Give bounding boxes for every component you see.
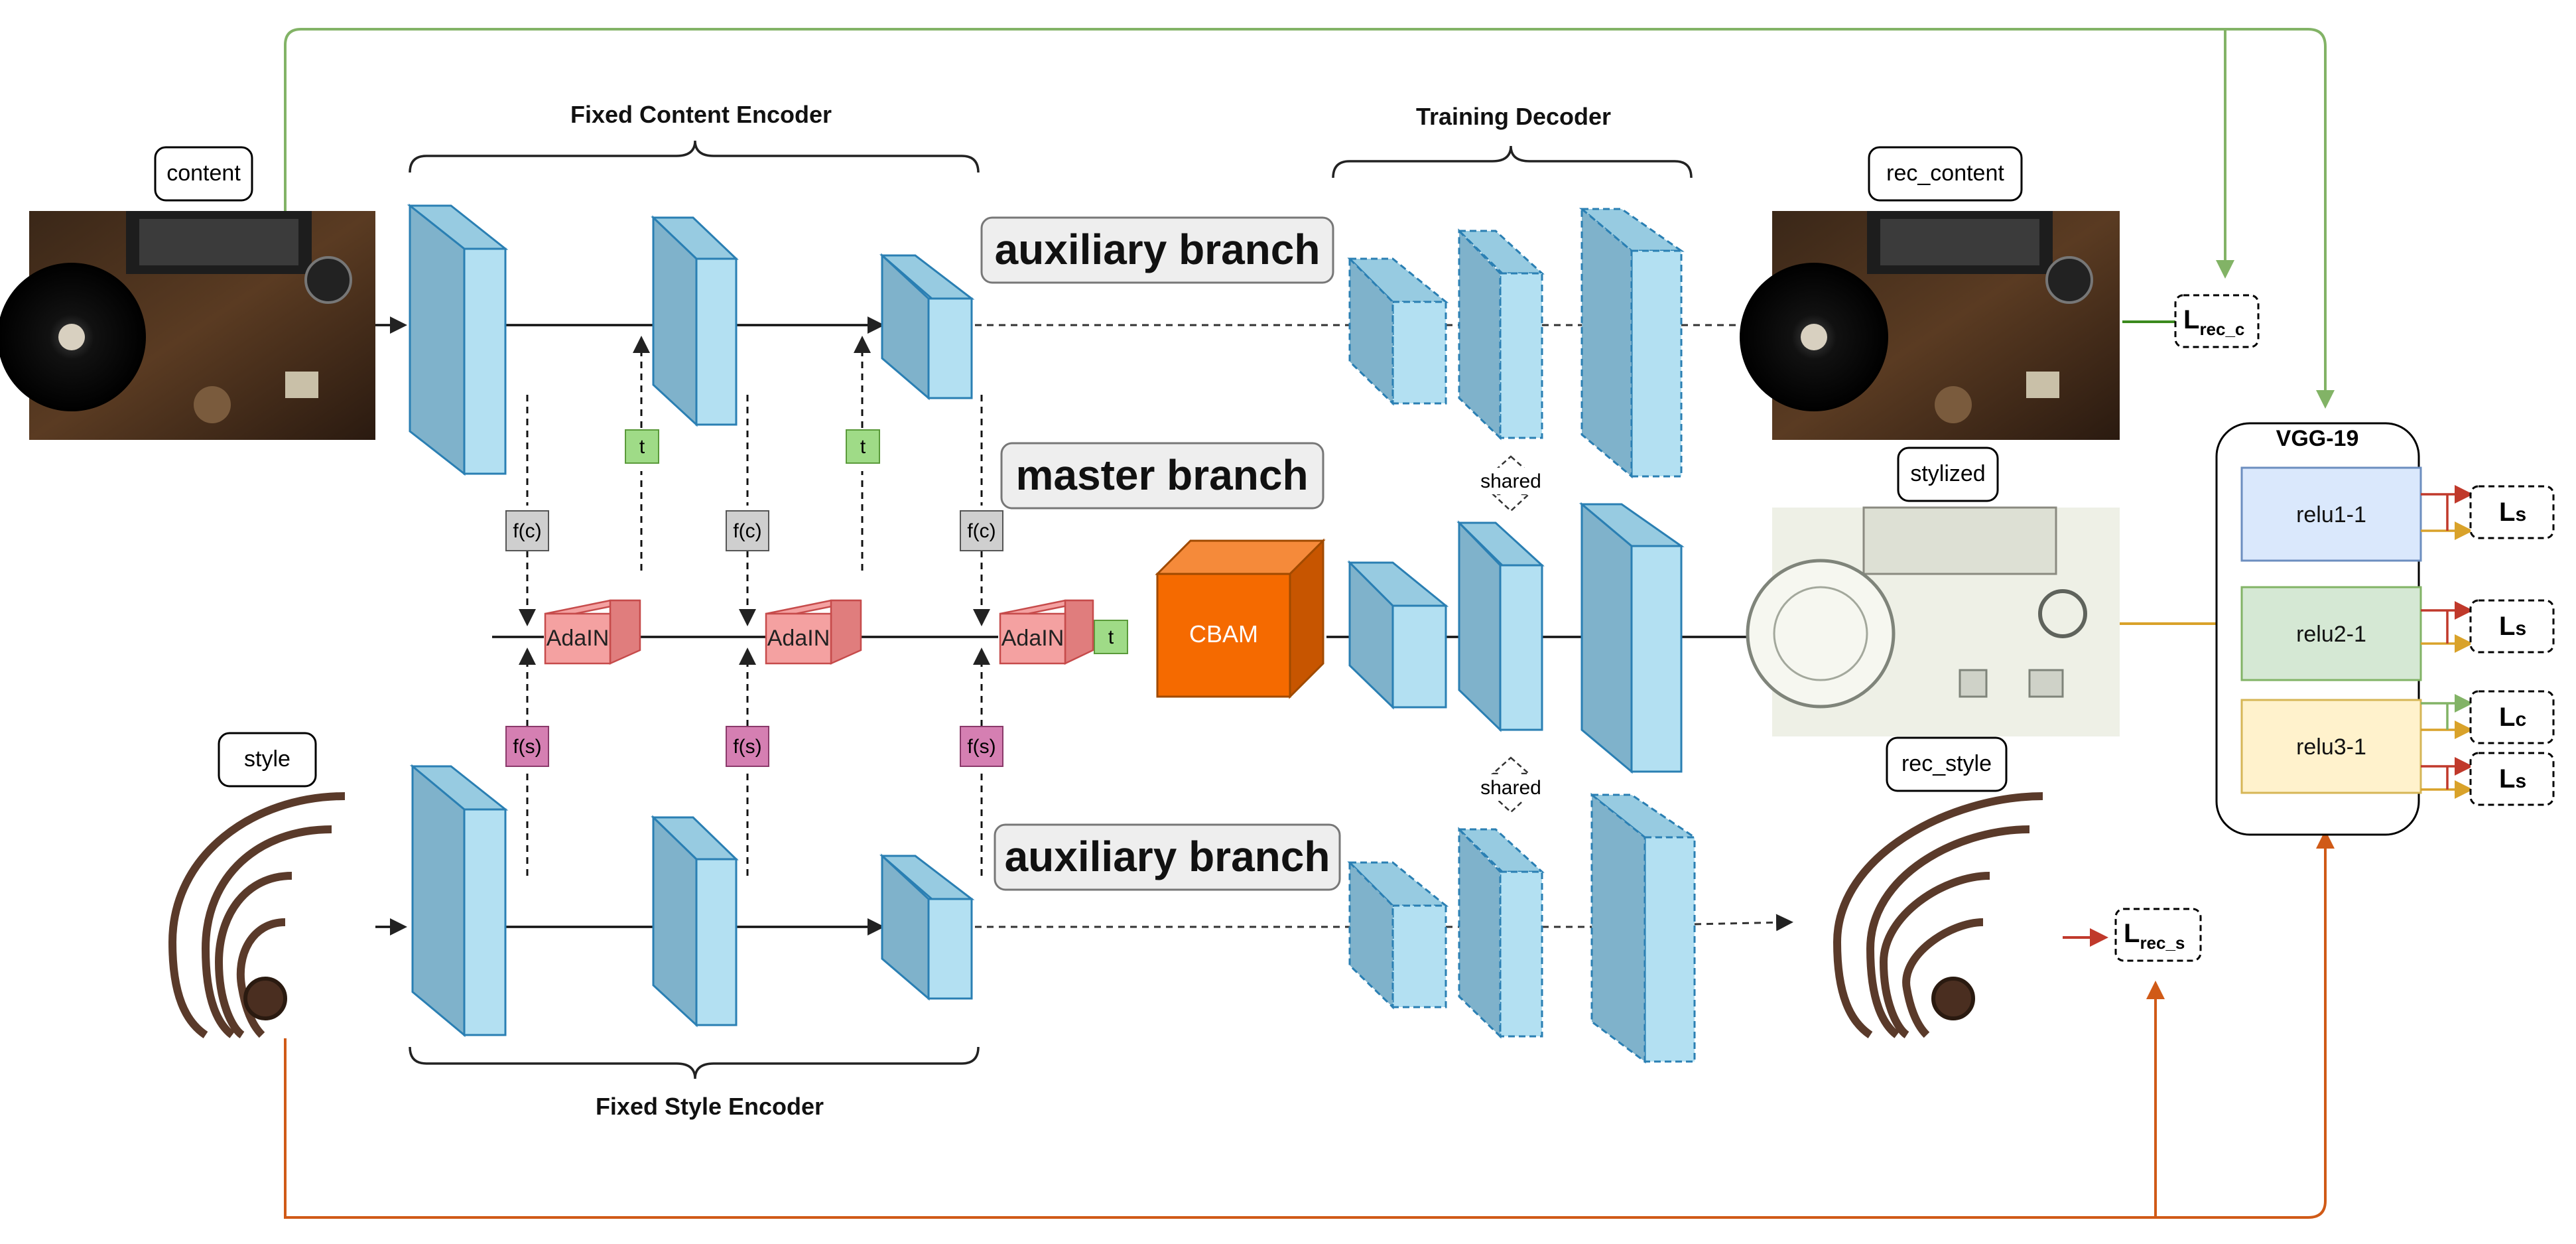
svg-text:master branch: master branch <box>1015 451 1308 499</box>
training-decoder-title: Training Decoder <box>1416 103 1611 130</box>
adain-block-3: AdaIN <box>999 599 1094 665</box>
fs-box-2: f(s) <box>726 726 769 767</box>
svg-text:auxiliary branch: auxiliary branch <box>995 226 1320 273</box>
svg-text:f(c): f(c) <box>513 520 541 542</box>
content-feedback-lines <box>284 28 2335 409</box>
svg-text:AdaIN: AdaIN <box>1001 626 1064 651</box>
svg-text:shared: shared <box>1480 777 1541 799</box>
t-box-1: t <box>625 429 659 464</box>
content-encoder-block-1 <box>407 203 509 476</box>
svg-text:Lrec_s: Lrec_s <box>2124 919 2185 953</box>
fc-box-2: f(c) <box>726 510 769 551</box>
svg-text:Ls: Ls <box>2499 612 2526 641</box>
loss-rec-s: Lrec_s <box>2114 908 2202 962</box>
style-feedback-lines <box>284 830 2335 1219</box>
stylized-label: stylized <box>1910 461 1985 486</box>
svg-text:AdaIN: AdaIN <box>767 626 830 651</box>
fs-box-1: f(s) <box>505 726 549 767</box>
svg-text:f(s): f(s) <box>967 736 996 758</box>
fc-box-3: f(c) <box>960 510 1003 551</box>
aux-branch-bottom: auxiliary branch <box>994 823 1341 891</box>
style-label-box <box>218 732 317 788</box>
aux-branch-top: auxiliary branch <box>980 216 1334 284</box>
content-image <box>0 211 375 440</box>
adain-block-2: AdaIN <box>765 599 862 665</box>
svg-text:Ls: Ls <box>2499 764 2526 794</box>
vgg19-box: VGG-19 relu1-1 relu2-1 relu3-1 <box>2215 422 2422 836</box>
fixed-style-encoder-title: Fixed Style Encoder <box>596 1093 824 1120</box>
master-branch-label: master branch <box>1000 442 1324 510</box>
decoder-top-blocks <box>1347 206 1685 479</box>
svg-text:relu3-1: relu3-1 <box>2296 734 2366 760</box>
t-box-2: t <box>846 429 880 464</box>
rec-style-label: rec_style <box>1901 751 1992 776</box>
svg-text:f(s): f(s) <box>733 736 761 758</box>
relu-output-arrows <box>2421 485 2473 799</box>
svg-text:relu1-1: relu1-1 <box>2296 502 2366 527</box>
fc-box-1: f(c) <box>505 510 549 551</box>
stylized-image <box>1746 506 2120 736</box>
style-encoder-block-3 <box>879 853 975 1001</box>
style-label: style <box>244 746 290 772</box>
svg-text:VGG-19: VGG-19 <box>2276 426 2359 451</box>
decoder-bottom-blocks <box>1347 792 1698 1064</box>
rec-style-label-box <box>1886 736 2008 792</box>
svg-text:shared: shared <box>1480 470 1541 492</box>
content-encoder-block-2 <box>651 215 739 427</box>
fixed-content-encoder-title: Fixed Content Encoder <box>570 101 832 128</box>
content-encoder-brace <box>409 140 980 173</box>
svg-text:f(c): f(c) <box>733 520 761 542</box>
style-encoder-brace <box>409 1046 980 1079</box>
loss-c: Lc <box>2469 690 2555 744</box>
svg-text:t: t <box>860 436 866 458</box>
svg-text:relu2-1: relu2-1 <box>2296 622 2366 647</box>
svg-text:auxiliary branch: auxiliary branch <box>1005 833 1330 880</box>
content-encoder-block-3 <box>879 253 975 401</box>
svg-text:t: t <box>1108 626 1114 648</box>
fs-box-3: f(s) <box>960 726 1003 767</box>
content-label-box <box>154 146 253 202</box>
loss-s-2: Ls <box>2469 599 2555 654</box>
shared-marker-bottom: shared <box>1474 756 1548 813</box>
content-label: content <box>166 161 241 186</box>
loss-s-3: Ls <box>2469 752 2555 806</box>
svg-text:Ls: Ls <box>2499 498 2526 527</box>
stylized-label-box <box>1897 447 1999 502</box>
adain-block-1: AdaIN <box>544 599 641 665</box>
rec-content-image <box>1740 211 2120 440</box>
relu3-layer <box>2240 699 2422 794</box>
loss-rec-c: Lrec_c <box>2174 294 2260 348</box>
svg-text:Lc: Lc <box>2499 703 2526 732</box>
rec-content-label: rec_content <box>1886 161 2004 186</box>
decoder-brace <box>1332 145 1693 178</box>
style-image <box>168 792 346 1038</box>
rec-style-image <box>1833 792 2043 1038</box>
relu1-layer <box>2240 466 2422 562</box>
rec-content-label-box <box>1868 146 2023 202</box>
t-box-3: t <box>1094 620 1128 654</box>
loss-s-1: Ls <box>2469 485 2555 539</box>
cbam-block: CBAM <box>1155 538 1326 699</box>
decoder-master-blocks <box>1347 502 1685 774</box>
svg-text:Lrec_c: Lrec_c <box>2183 305 2244 339</box>
relu2-layer <box>2240 586 2422 681</box>
svg-text:f(s): f(s) <box>513 736 541 758</box>
svg-text:CBAM: CBAM <box>1189 620 1258 648</box>
svg-text:AdaIN: AdaIN <box>547 626 610 651</box>
svg-text:t: t <box>639 436 645 458</box>
shared-marker-top: shared <box>1474 455 1548 512</box>
style-encoder-block-1 <box>409 764 509 1038</box>
svg-text:f(c): f(c) <box>967 520 996 542</box>
feature-connectors <box>519 336 990 876</box>
style-encoder-block-2 <box>651 815 739 1028</box>
